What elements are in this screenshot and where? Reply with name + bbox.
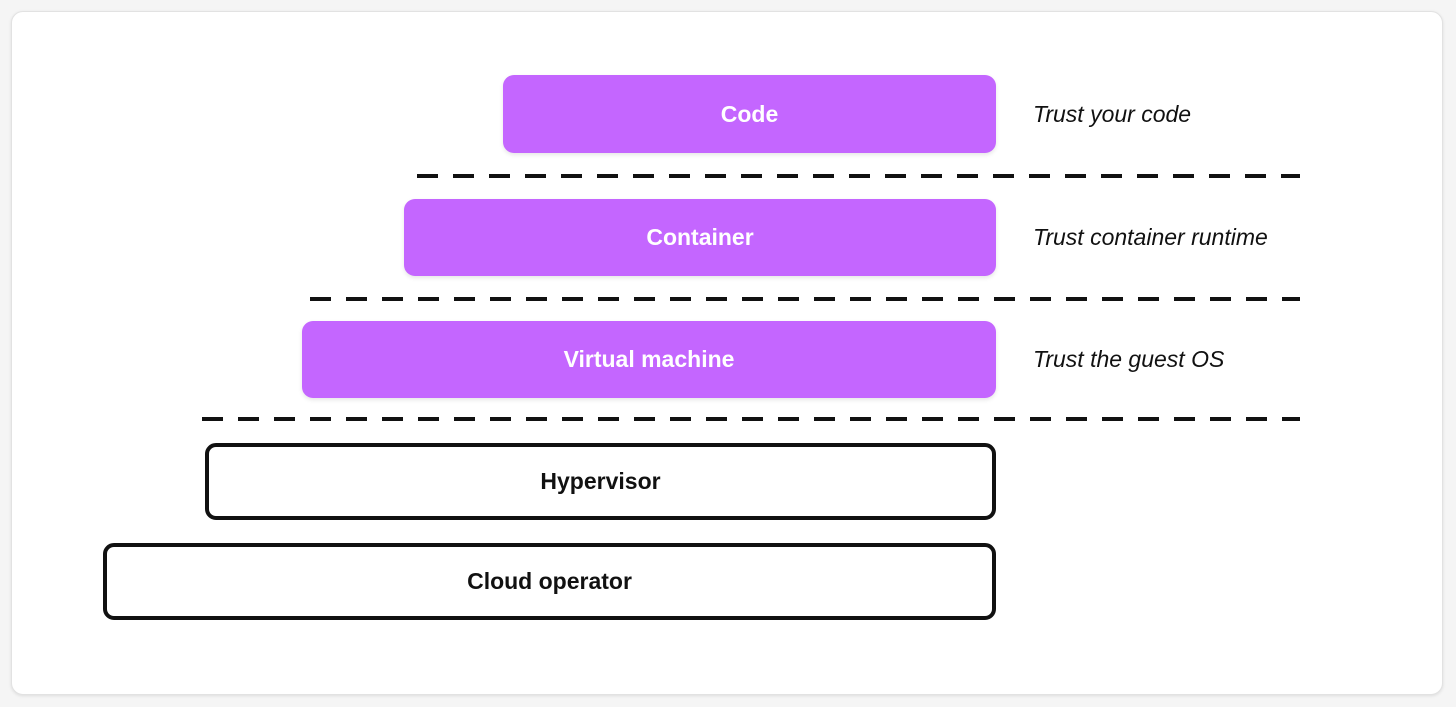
layer-virtual-machine-label: Virtual machine [563,346,735,372]
layer-container-label: Container [646,224,754,250]
trust-label-code: Trust your code [1033,101,1192,127]
layer-cloud-operator: Cloud operator [103,543,996,620]
layer-container: Container [404,199,996,276]
layer-virtual-machine: Virtual machine [302,321,996,398]
trust-label-container: Trust container runtime [1033,224,1268,250]
layer-code-label: Code [720,100,779,127]
trust-label-virtual-machine: Trust the guest OS [1033,346,1225,372]
trust-boundary-divider-1 [417,174,1300,178]
layer-hypervisor: Hypervisor [205,443,996,520]
layer-code: Code [503,75,996,153]
trust-boundary-divider-3 [202,417,1300,421]
layer-hypervisor-label: Hypervisor [540,468,661,494]
layer-cloud-operator-label: Cloud operator [467,568,632,594]
trust-boundary-divider-2 [310,297,1300,301]
